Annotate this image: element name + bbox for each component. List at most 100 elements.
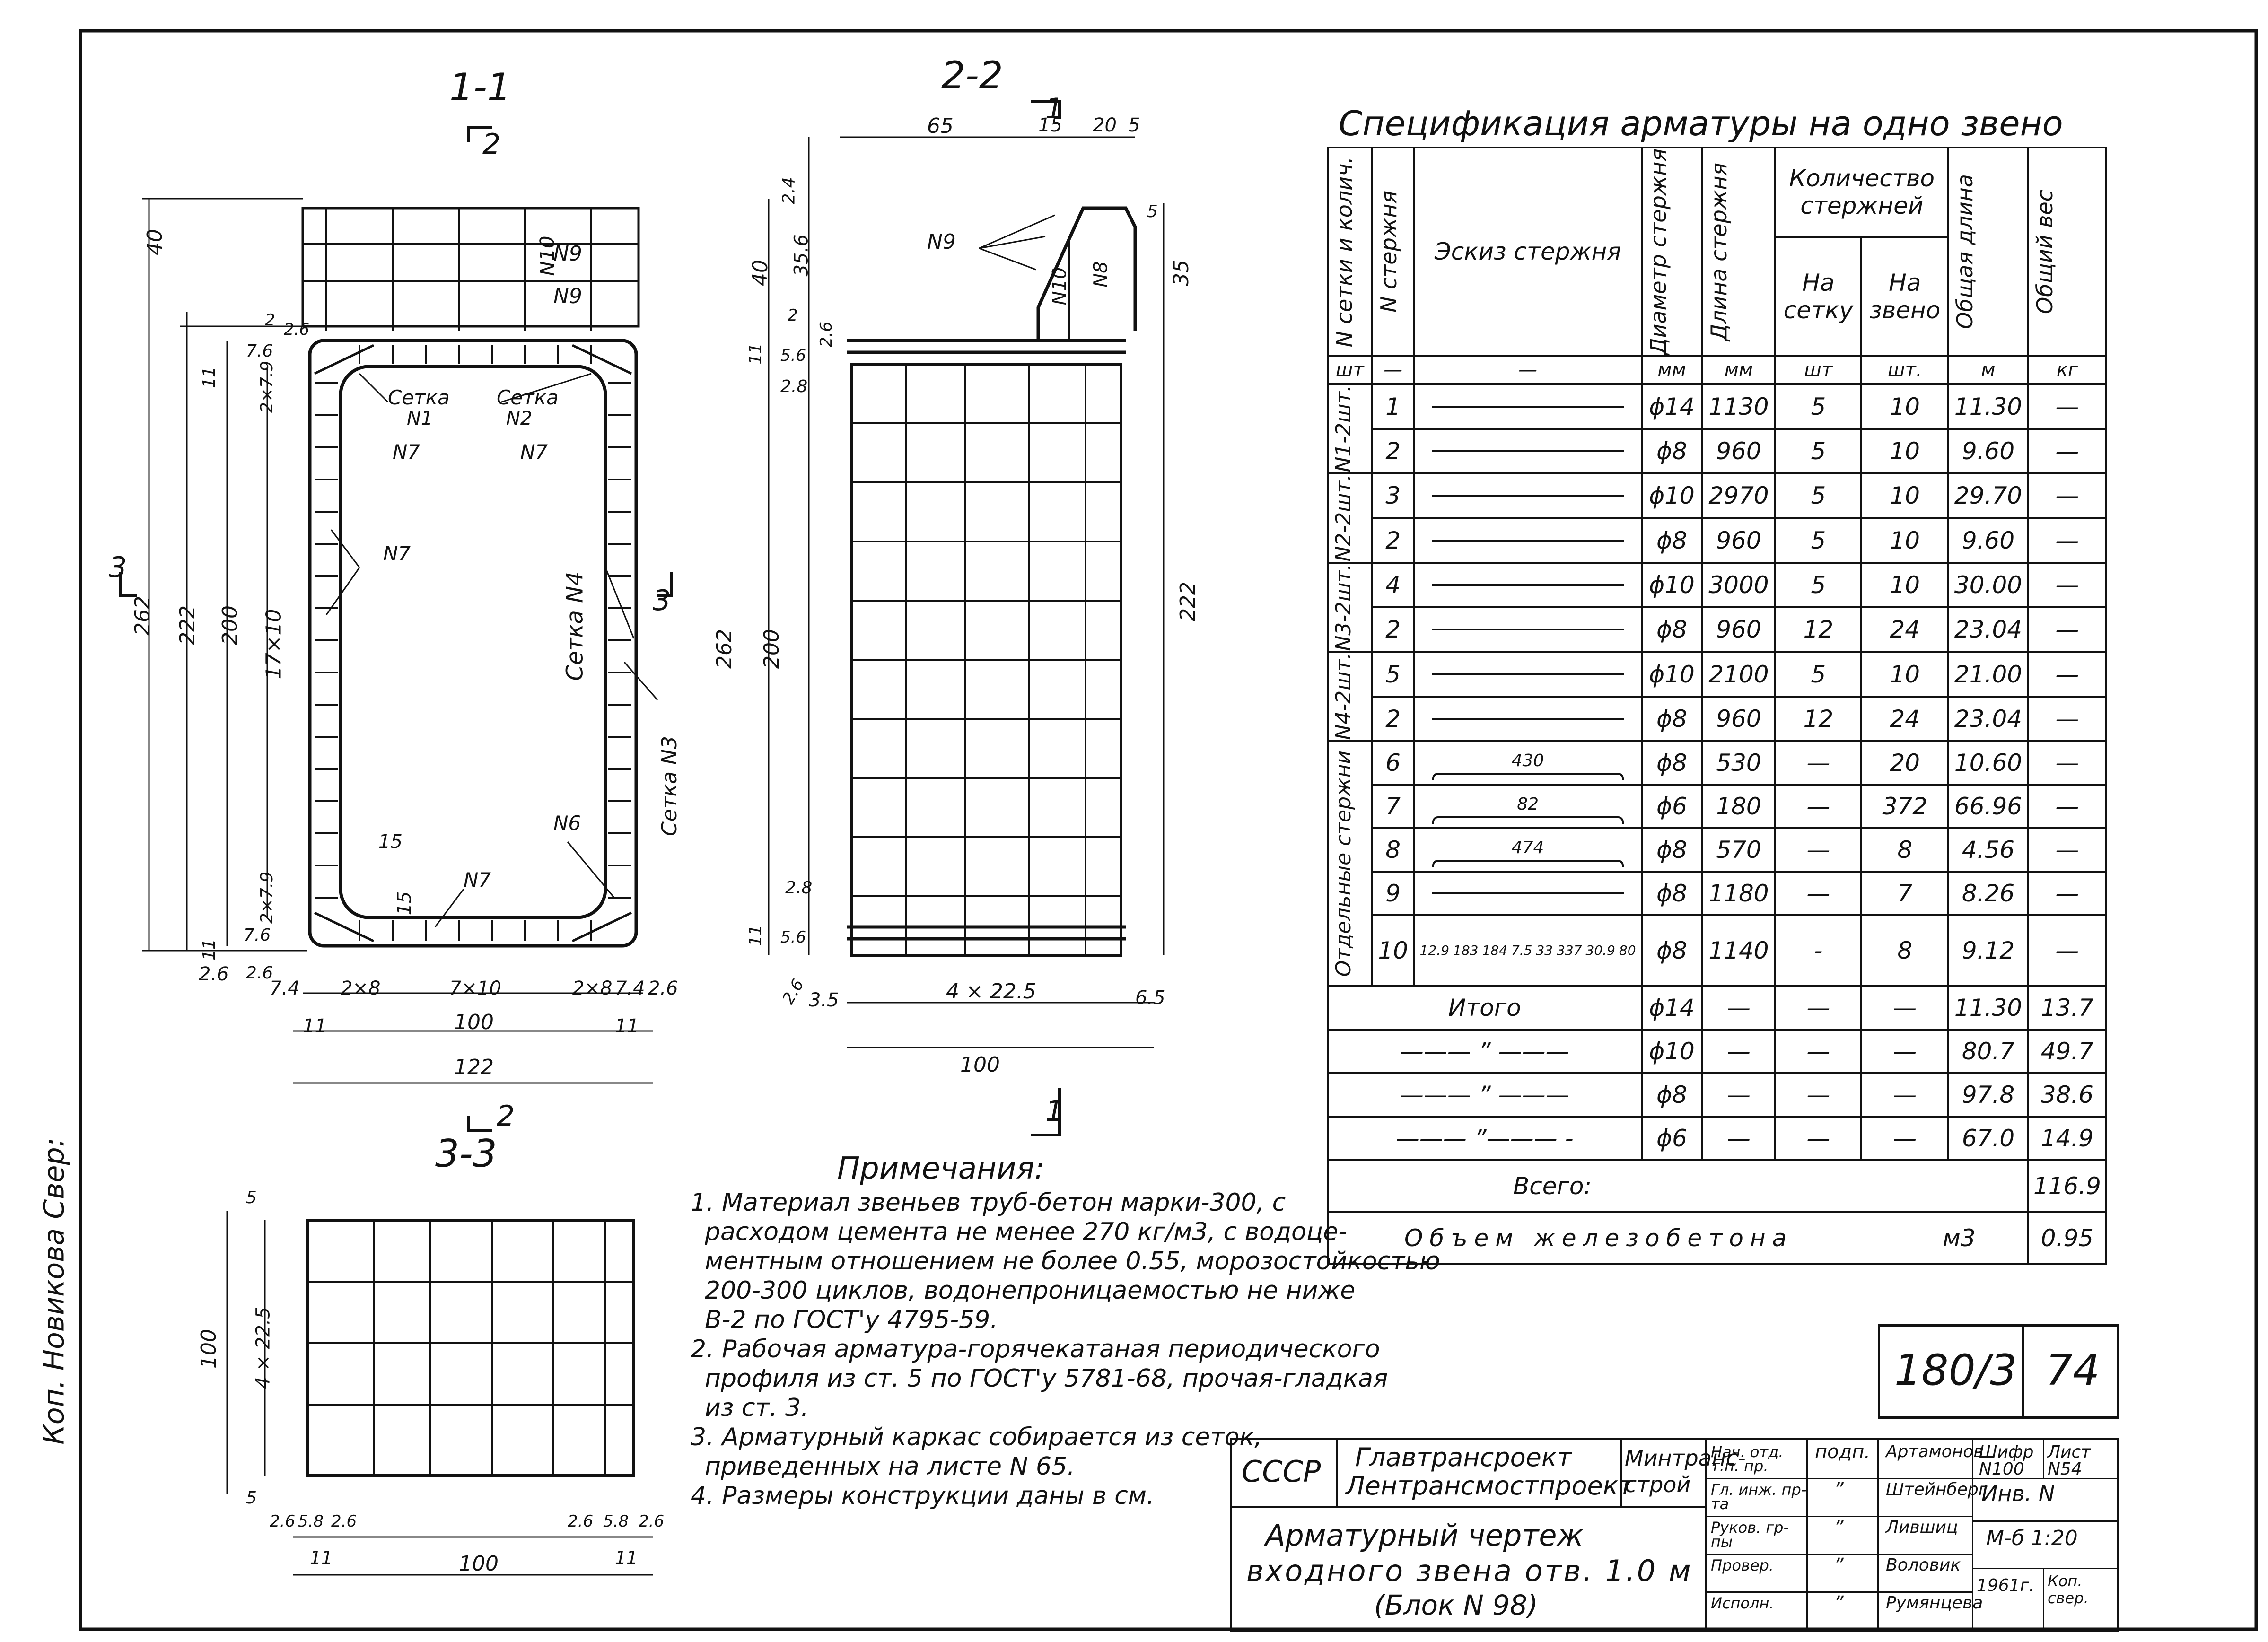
bar-number-cell: 10	[1371, 914, 1415, 987]
volume-unit: м3	[1943, 1224, 1976, 1252]
tb-org2: Лентрансмостпроект	[1346, 1471, 1633, 1501]
section-2-2-label: 2-2	[941, 53, 1003, 97]
dim-7.4-b2: 7.4	[615, 978, 645, 999]
sketch-cell	[1413, 383, 1643, 430]
dim-100-33: 100	[459, 1552, 499, 1576]
empty-cell: —	[1774, 1116, 1863, 1162]
sketch-cell	[1413, 428, 1643, 475]
sketch-line	[1432, 450, 1624, 452]
label-n10-22: N10	[1049, 267, 1071, 306]
dim-15-b: 15	[394, 891, 416, 916]
length-cell: 3000	[1701, 561, 1777, 609]
margin-note: Коп. Новикова Свер:	[37, 1137, 71, 1445]
dim-7.4-b: 7.4	[270, 978, 300, 999]
bar-number-cell: 6	[1371, 740, 1415, 786]
tb-year: 1961г.	[1977, 1576, 2034, 1595]
stamp-code: 180/3	[1894, 1345, 2017, 1395]
tb-role: Гл. инж. пр-та	[1711, 1481, 1807, 1513]
unit-cell: шт	[1774, 355, 1863, 385]
diameter-cell: ϕ8	[1640, 695, 1703, 742]
notes-title: Примечания:	[837, 1151, 1045, 1186]
sketch-cell	[1413, 517, 1643, 564]
tb-name: Румянцева	[1886, 1593, 1983, 1613]
note-line: 3. Арматурный каркас собирается из сеток…	[691, 1423, 1262, 1451]
per-mesh-cell: 5	[1774, 517, 1863, 564]
unit-cell: м	[1947, 355, 2029, 385]
tb-org1: Главтрансроект	[1355, 1442, 1572, 1472]
sketch-line	[1432, 816, 1624, 824]
col-sketch: Эскиз стержня	[1413, 146, 1643, 357]
dim-40-22: 40	[748, 260, 772, 286]
sketch-cell	[1413, 651, 1643, 698]
length-cell: 1180	[1701, 871, 1777, 917]
length-cell: 1130	[1701, 383, 1777, 430]
sketch-line	[1432, 717, 1624, 720]
bar-number-cell: 5	[1371, 651, 1415, 698]
label-n9-22: N9	[927, 230, 956, 254]
dim-100-33v: 100	[196, 1329, 221, 1369]
tb-title2: входного звена отв. 1.0 м	[1246, 1554, 1693, 1588]
weight-cell: —	[2027, 871, 2108, 917]
per-mesh-cell: —	[1774, 827, 1863, 873]
dim-15-top: 15	[1038, 114, 1062, 136]
diameter-cell: ϕ10	[1640, 651, 1703, 698]
label-n7-a: N7	[393, 440, 420, 463]
sketch-cell	[1413, 871, 1643, 917]
group-label: N1-2шт.	[1331, 385, 1356, 473]
sheet-frame	[79, 29, 2258, 1631]
note-line: 2. Рабочая арматура-горячекатаная период…	[691, 1335, 1380, 1363]
col-per-link: На звено	[1860, 236, 1950, 357]
view-2-2-graphics	[847, 206, 1137, 957]
note-line: из ст. 3.	[705, 1394, 809, 1422]
stamp-number: 74	[2046, 1345, 2100, 1395]
label-setka-2: Сетка	[497, 386, 559, 409]
view-3-3-graphics	[306, 1219, 635, 1477]
weight-cell: —	[2027, 651, 2108, 698]
totals-length: 67.0	[1947, 1116, 2029, 1162]
sketch-dim: 7.5	[1511, 943, 1532, 959]
tb-title1: Арматурный чертеж	[1265, 1518, 1584, 1553]
length-cell: 570	[1701, 827, 1777, 873]
label-n1: N1	[407, 408, 433, 429]
bar-number-cell: 7	[1371, 784, 1415, 830]
tb-scale: М-б 1:20	[1986, 1526, 2078, 1550]
label-n9-a: N9	[553, 242, 582, 266]
bar-number-cell: 2	[1371, 517, 1415, 564]
label-n8-22: N8	[1090, 261, 1112, 288]
per-link-cell: 7	[1860, 871, 1950, 917]
total-length-cell: 29.70	[1947, 472, 2029, 519]
spec-title: Спецификация арматуры на одно звено	[1339, 104, 2063, 143]
dim-2.6-b: 2.6	[199, 963, 229, 985]
totals-weight: 13.7	[2027, 985, 2108, 1031]
empty-cell: —	[1860, 985, 1950, 1031]
per-link-cell: 8	[1860, 827, 1950, 873]
per-link-cell: 10	[1860, 383, 1950, 430]
dim-20-top: 20	[1093, 114, 1117, 136]
total-length-cell: 11.30	[1947, 383, 2029, 430]
dim-11-l: 11	[303, 1015, 327, 1037]
all-value: 116.9	[2027, 1159, 2108, 1214]
tb-name: Лившиц	[1886, 1518, 1958, 1537]
diameter-cell: ϕ10	[1640, 472, 1703, 519]
spec-table: N сетки и колич. N стержня Эскиз стержня…	[1327, 146, 2108, 1266]
empty-cell: —	[1774, 985, 1863, 1031]
length-cell: 960	[1701, 695, 1777, 742]
title-block: СССР Главтрансроект Лентрансмостпроект М…	[1230, 1438, 2119, 1632]
dim-4x22.5-33: 4 × 22.5	[252, 1307, 274, 1389]
dim-100: 100	[454, 1010, 494, 1034]
col-length: Длина стержня	[1706, 162, 1732, 341]
dim-2.6-bt: 2.6	[246, 963, 273, 983]
sketch-dim: 183	[1453, 943, 1479, 959]
diameter-cell: ϕ8	[1640, 517, 1703, 564]
sketch-dim: 474	[1511, 838, 1544, 858]
dim-222: 222	[175, 605, 200, 645]
label-n9-b: N9	[553, 284, 582, 308]
length-cell: 960	[1701, 606, 1777, 653]
dim-5-top: 5	[1128, 114, 1140, 136]
